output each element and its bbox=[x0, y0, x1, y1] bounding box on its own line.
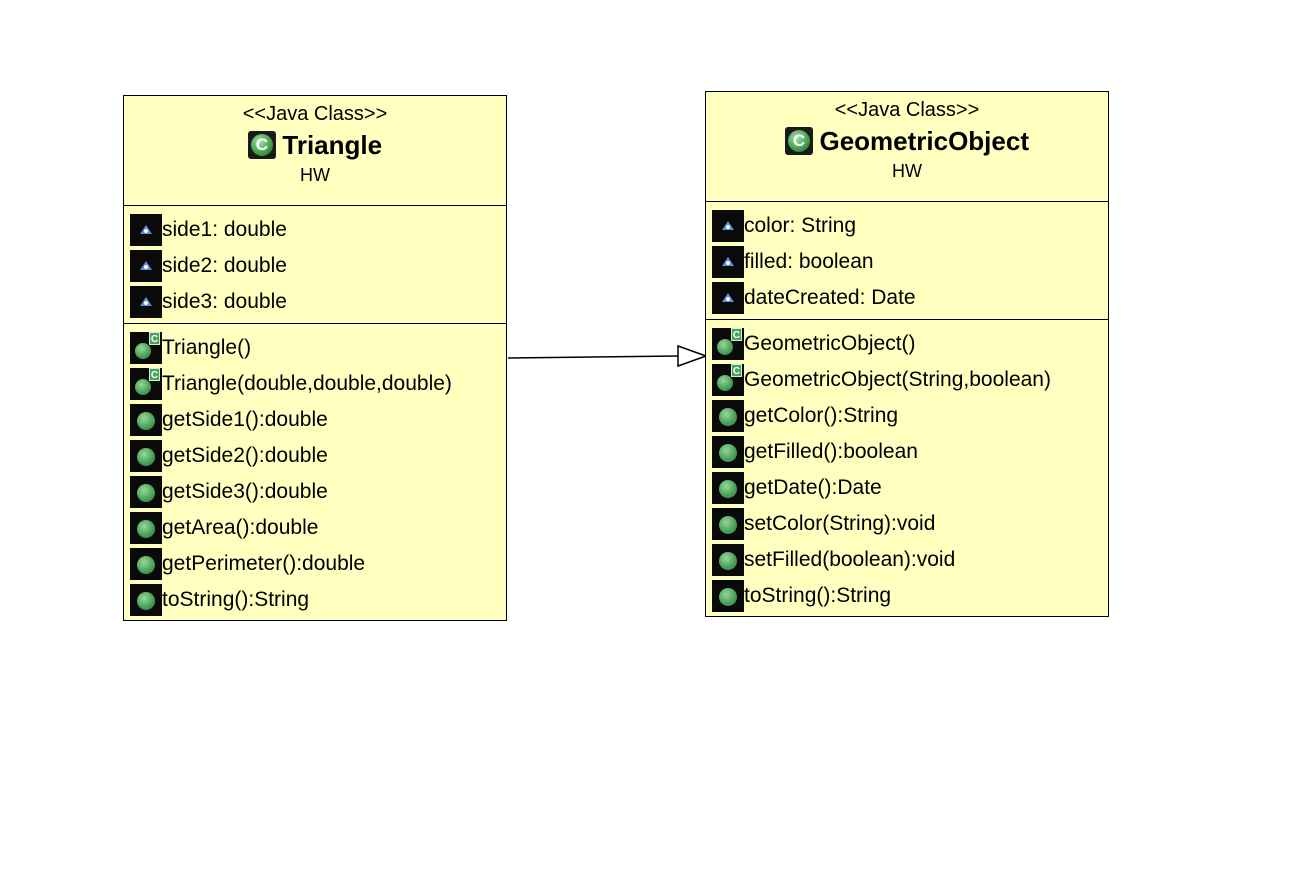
attribute-label: color: String bbox=[744, 214, 857, 237]
operation-row[interactable]: toString():String bbox=[712, 578, 1108, 614]
method-icon bbox=[712, 436, 744, 468]
field-icon bbox=[712, 210, 744, 242]
constructor-icon: C bbox=[712, 328, 744, 360]
operation-label: Triangle(double,double,double) bbox=[162, 372, 452, 395]
class-header: <<Java Class>> C Triangle HW bbox=[124, 96, 506, 206]
operation-label: getPerimeter():double bbox=[162, 552, 366, 575]
operation-row[interactable]: C Triangle() bbox=[130, 330, 506, 366]
method-icon bbox=[712, 400, 744, 432]
operation-row[interactable]: getPerimeter():double bbox=[130, 546, 506, 582]
method-icon bbox=[130, 548, 162, 580]
operation-row[interactable]: getSide3():double bbox=[130, 474, 506, 510]
attributes-compartment: color: String filled: boolean dateCreate… bbox=[706, 202, 1108, 320]
attribute-row[interactable]: side2: double bbox=[130, 248, 506, 284]
package-label: HW bbox=[892, 161, 922, 181]
operation-label: getFilled():boolean bbox=[744, 440, 918, 463]
operation-row[interactable]: getFilled():boolean bbox=[712, 434, 1108, 470]
operations-compartment: C GeometricObject() C GeometricObject(St… bbox=[706, 320, 1108, 614]
attribute-row[interactable]: color: String bbox=[712, 208, 1108, 244]
method-icon bbox=[712, 544, 744, 576]
operation-label: Triangle() bbox=[162, 336, 252, 359]
class-geometric-object[interactable]: <<Java Class>> C GeometricObject HW colo… bbox=[705, 91, 1109, 617]
attribute-row[interactable]: side1: double bbox=[130, 212, 506, 248]
class-name: Triangle bbox=[282, 130, 383, 160]
constructor-icon: C bbox=[130, 332, 162, 364]
operation-row[interactable]: C GeometricObject() bbox=[712, 326, 1108, 362]
attribute-row[interactable]: filled: boolean bbox=[712, 244, 1108, 280]
operation-row[interactable]: getArea():double bbox=[130, 510, 506, 546]
operation-label: getSide1():double bbox=[162, 408, 328, 431]
stereotype-label: <<Java Class>> bbox=[242, 103, 388, 125]
field-icon bbox=[130, 286, 162, 318]
operation-label: getArea():double bbox=[162, 516, 319, 539]
attribute-row[interactable]: dateCreated: Date bbox=[712, 280, 1108, 316]
operation-row[interactable]: C Triangle(double,double,double) bbox=[130, 366, 506, 402]
attributes-compartment: side1: double side2: double side3: doubl… bbox=[124, 206, 506, 324]
class-icon: C bbox=[785, 127, 814, 155]
class-header: <<Java Class>> C GeometricObject HW bbox=[706, 92, 1108, 202]
method-icon bbox=[130, 476, 162, 508]
method-icon bbox=[712, 580, 744, 612]
field-icon bbox=[712, 282, 744, 314]
generalization-arrowhead bbox=[677, 344, 709, 368]
operation-row[interactable]: setFilled(boolean):void bbox=[712, 542, 1108, 578]
operation-label: getColor():String bbox=[744, 404, 899, 427]
operation-label: GeometricObject(String,boolean) bbox=[744, 368, 1051, 391]
method-icon bbox=[712, 508, 744, 540]
method-icon bbox=[130, 440, 162, 472]
field-icon bbox=[712, 246, 744, 278]
operation-row[interactable]: toString():String bbox=[130, 582, 506, 618]
attribute-label: side1: double bbox=[162, 218, 287, 241]
attribute-label: dateCreated: Date bbox=[744, 286, 916, 309]
attribute-label: filled: boolean bbox=[744, 250, 874, 273]
operation-row[interactable]: setColor(String):void bbox=[712, 506, 1108, 542]
method-icon bbox=[130, 584, 162, 616]
operation-label: toString():String bbox=[744, 584, 892, 607]
operation-label: setFilled(boolean):void bbox=[744, 548, 956, 571]
operation-label: getDate():Date bbox=[744, 476, 882, 499]
operation-row[interactable]: getColor():String bbox=[712, 398, 1108, 434]
method-icon bbox=[130, 512, 162, 544]
operation-row[interactable]: getDate():Date bbox=[712, 470, 1108, 506]
field-icon bbox=[130, 214, 162, 246]
field-icon bbox=[130, 250, 162, 282]
operation-label: toString():String bbox=[162, 588, 310, 611]
operation-label: getSide2():double bbox=[162, 444, 328, 467]
operation-row[interactable]: getSide2():double bbox=[130, 438, 506, 474]
constructor-icon: C bbox=[130, 368, 162, 400]
class-triangle[interactable]: <<Java Class>> C Triangle HW side1: doub… bbox=[123, 95, 507, 621]
operation-row[interactable]: getSide1():double bbox=[130, 402, 506, 438]
operations-compartment: C Triangle() C Triangle(double,double,do… bbox=[124, 324, 506, 618]
class-name: GeometricObject bbox=[819, 126, 1029, 156]
operation-label: GeometricObject() bbox=[744, 332, 916, 355]
operation-row[interactable]: C GeometricObject(String,boolean) bbox=[712, 362, 1108, 398]
operation-label: setColor(String):void bbox=[744, 512, 936, 535]
stereotype-label: <<Java Class>> bbox=[834, 99, 980, 121]
attribute-row[interactable]: side3: double bbox=[130, 284, 506, 320]
generalization-line bbox=[507, 355, 679, 359]
method-icon bbox=[130, 404, 162, 436]
operation-label: getSide3():double bbox=[162, 480, 328, 503]
method-icon bbox=[712, 472, 744, 504]
package-label: HW bbox=[300, 165, 330, 185]
attribute-label: side2: double bbox=[162, 254, 287, 277]
class-icon: C bbox=[247, 131, 276, 159]
constructor-icon: C bbox=[712, 364, 744, 396]
attribute-label: side3: double bbox=[162, 290, 287, 313]
